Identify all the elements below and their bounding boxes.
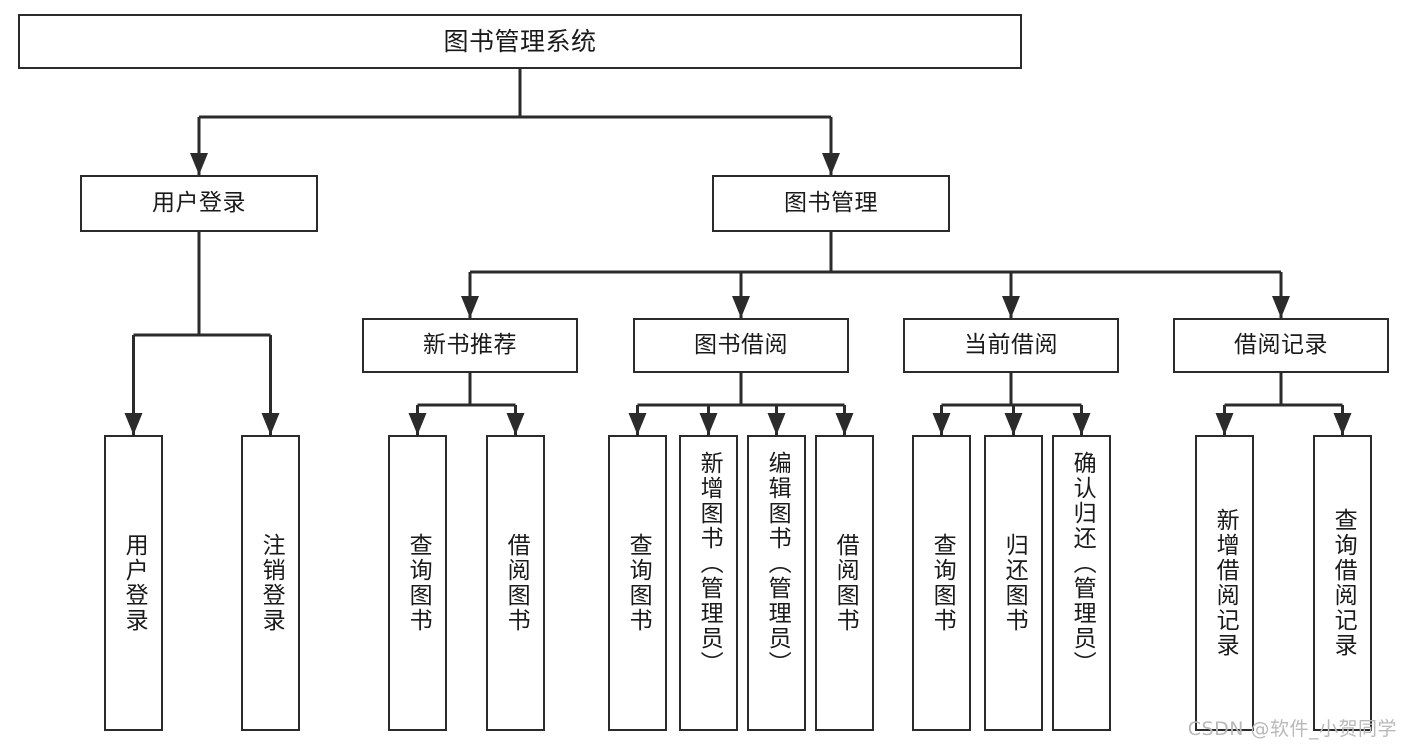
arrowhead-leaf-query-book-rec [408,413,427,435]
node-leaf-add-book[interactable]: 新增图书（管理员） [679,435,738,731]
node-new-book-rec[interactable]: 新书推荐 [362,318,578,373]
node-leaf-query-record[interactable]: 查询借阅记录 [1313,435,1372,731]
node-leaf-query-book-cur[interactable]: 查询图书 [912,435,971,731]
arrowhead-leaf-query-book [628,413,647,435]
node-borrow-record[interactable]: 借阅记录 [1173,318,1389,373]
node-label-leaf-borrow-book: 借阅图书 [832,533,859,633]
node-leaf-query-book[interactable]: 查询图书 [608,435,667,731]
node-label-book-manage: 图书管理 [784,189,878,216]
node-label-new-book-rec: 新书推荐 [423,331,517,358]
arrowhead-leaf-edit-book [767,413,786,435]
node-label-root: 图书管理系统 [443,26,597,56]
arrowhead-leaf-borrow-book-rec [506,413,525,435]
arrowhead-leaf-add-book [699,413,718,435]
node-leaf-add-record[interactable]: 新增借阅记录 [1195,435,1254,731]
node-label-current-borrow: 当前借阅 [964,331,1058,358]
arrowhead-borrow-record [1272,296,1290,318]
arrowhead-leaf-query-book-cur [932,413,951,435]
node-label-leaf-query-book-rec: 查询图书 [405,533,432,633]
node-label-borrow-record: 借阅记录 [1234,331,1328,358]
arrowhead-leaf-add-record [1215,413,1234,435]
arrowhead-user-login [190,153,208,175]
arrowhead-book-borrow [732,296,750,318]
node-label-leaf-edit-book: 编辑图书（管理员） [764,451,791,676]
node-leaf-user-login[interactable]: 用户登录 [104,435,163,731]
node-label-leaf-user-login: 用户登录 [121,533,148,633]
node-label-leaf-return-book: 归还图书 [1001,533,1028,633]
node-root[interactable]: 图书管理系统 [18,14,1022,69]
node-book-borrow[interactable]: 图书借阅 [633,318,849,373]
arrowhead-current-borrow [1002,296,1020,318]
watermark-text: CSDN @软件_小贺同学 [1187,718,1397,740]
node-leaf-confirm-return[interactable]: 确认归还（管理员） [1052,435,1111,731]
node-current-borrow[interactable]: 当前借阅 [903,318,1119,373]
node-label-leaf-query-record: 查询借阅记录 [1330,508,1357,658]
node-label-leaf-add-record: 新增借阅记录 [1212,508,1239,658]
node-label-book-borrow: 图书借阅 [694,331,788,358]
node-label-leaf-logout: 注销登录 [258,533,285,633]
arrowhead-new-book-rec [461,296,479,318]
node-label-leaf-confirm-return: 确认归还（管理员） [1069,451,1096,676]
arrowhead-leaf-query-record [1333,413,1352,435]
arrowhead-leaf-return-book [1004,413,1023,435]
node-leaf-borrow-book-rec[interactable]: 借阅图书 [486,435,545,731]
node-label-leaf-add-book: 新增图书（管理员） [696,451,723,676]
node-user-login[interactable]: 用户登录 [80,175,318,232]
node-label-user-login: 用户登录 [152,189,246,216]
arrowhead-leaf-logout [261,413,280,435]
node-leaf-edit-book[interactable]: 编辑图书（管理员） [747,435,806,731]
node-book-manage[interactable]: 图书管理 [712,175,950,232]
arrowhead-leaf-confirm-return [1072,413,1091,435]
arrowhead-leaf-user-login [124,413,143,435]
arrowhead-book-manage [822,153,840,175]
node-label-leaf-query-book-cur: 查询图书 [929,533,956,633]
node-leaf-borrow-book[interactable]: 借阅图书 [815,435,874,731]
node-leaf-return-book[interactable]: 归还图书 [984,435,1043,731]
node-label-leaf-borrow-book-rec: 借阅图书 [503,533,530,633]
arrowhead-leaf-borrow-book [835,413,854,435]
node-leaf-logout[interactable]: 注销登录 [241,435,300,731]
node-leaf-query-book-rec[interactable]: 查询图书 [388,435,447,731]
node-label-leaf-query-book: 查询图书 [625,533,652,633]
